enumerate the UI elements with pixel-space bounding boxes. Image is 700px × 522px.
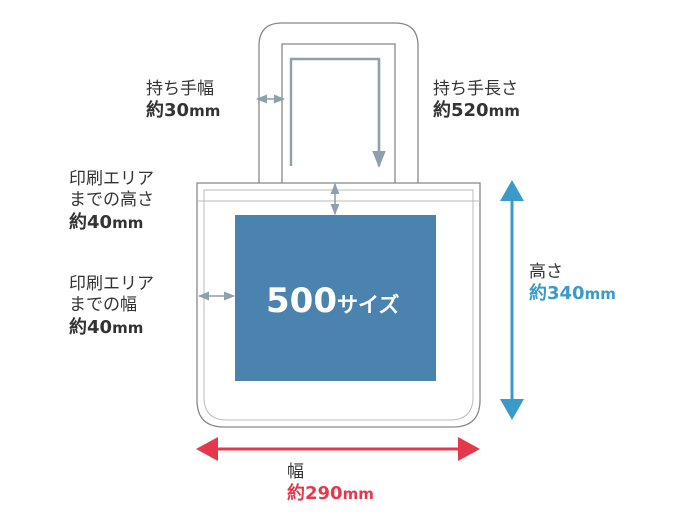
- print-top-title-1: 印刷エリア: [69, 169, 154, 189]
- width-label: 幅 約290mm: [287, 462, 374, 506]
- handle-length-title: 持ち手長さ: [433, 79, 518, 99]
- handle-inner: [281, 43, 396, 183]
- handle-width-title: 持ち手幅: [146, 79, 214, 99]
- print-side-title-1: 印刷エリア: [69, 274, 154, 294]
- print-side-title-2: までの幅: [69, 295, 137, 316]
- bag-inner-seam: [203, 189, 474, 421]
- height-label: 高さ 約340mm: [529, 262, 616, 306]
- print-top-title-2: までの高さ: [69, 190, 154, 211]
- handle-length-label: 持ち手長さ 約520mm: [433, 79, 520, 123]
- print-area-number: 500: [266, 281, 337, 321]
- width-arrowhead-left: [196, 437, 218, 461]
- width-arrowhead-right: [458, 437, 480, 461]
- print-side-label: 印刷エリア までの幅 約40mm: [69, 274, 154, 339]
- print-top-label: 印刷エリア までの高さ 約40mm: [69, 169, 154, 234]
- handle-width-value: 約30mm: [146, 100, 221, 122]
- width-title: 幅: [287, 462, 304, 482]
- handle-width-label: 持ち手幅 約30mm: [146, 79, 220, 123]
- print-top-value: 約40mm: [69, 211, 144, 233]
- print-side-value: 約40mm: [69, 316, 144, 338]
- print-area-suffix: サイズ: [336, 293, 400, 317]
- print-area: [235, 215, 436, 381]
- width-value: 約290mm: [287, 483, 374, 505]
- height-value: 約340mm: [529, 283, 616, 305]
- print-area-label: 500サイズ: [266, 281, 399, 321]
- height-title: 高さ: [529, 262, 563, 282]
- height-arrowhead-top: [500, 180, 524, 201]
- handle-length-value: 約520mm: [433, 100, 520, 122]
- height-arrowhead-bottom: [500, 399, 524, 420]
